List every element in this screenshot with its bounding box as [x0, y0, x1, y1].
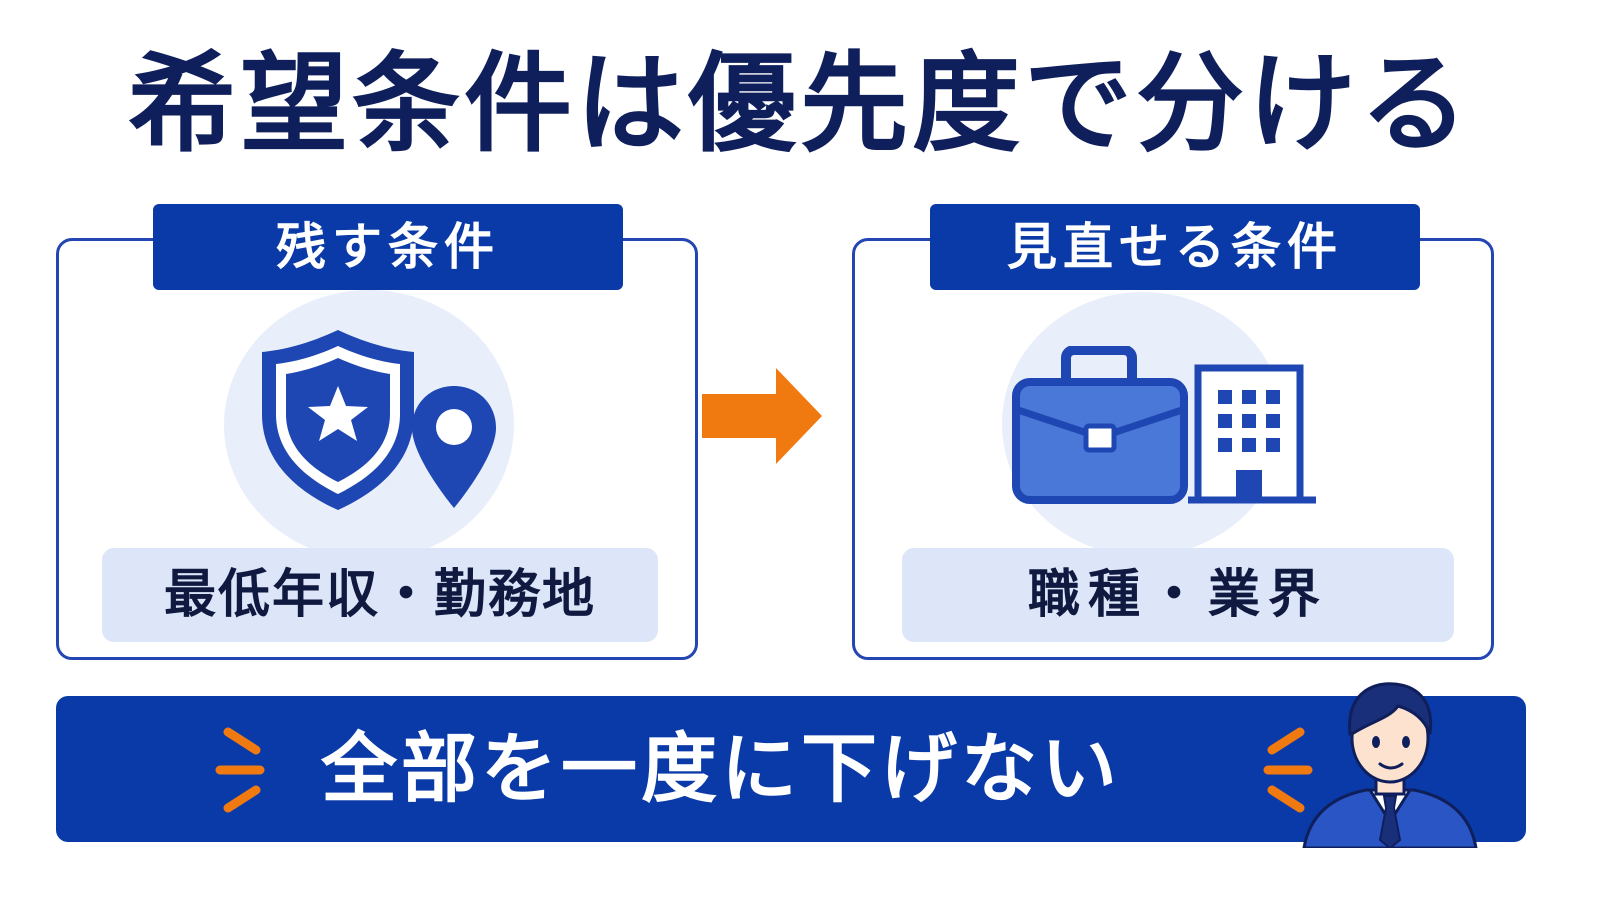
businessman-avatar — [1302, 682, 1478, 848]
emphasis-lines-right-icon — [1263, 727, 1313, 813]
page-title: 希望条件は優先度で分ける — [127, 42, 1472, 167]
briefcase-icon — [1012, 346, 1188, 504]
flexible-conditions-tab: 見直せる条件 — [930, 204, 1420, 290]
keep-conditions-label: 最低年収・勤務地 — [102, 548, 658, 642]
arrow-right-icon — [702, 368, 822, 464]
keep-conditions-tab: 残す条件 — [153, 204, 623, 290]
shield-star-icon — [262, 330, 496, 510]
office-building-icon — [1188, 364, 1316, 504]
flexible-conditions-label: 職種・業界 — [902, 548, 1454, 642]
banner-message: 全部を一度に下げない — [321, 724, 1121, 813]
bottom-banner: 全部を一度に下げない — [56, 696, 1526, 842]
emphasis-lines-left-icon — [215, 727, 265, 813]
